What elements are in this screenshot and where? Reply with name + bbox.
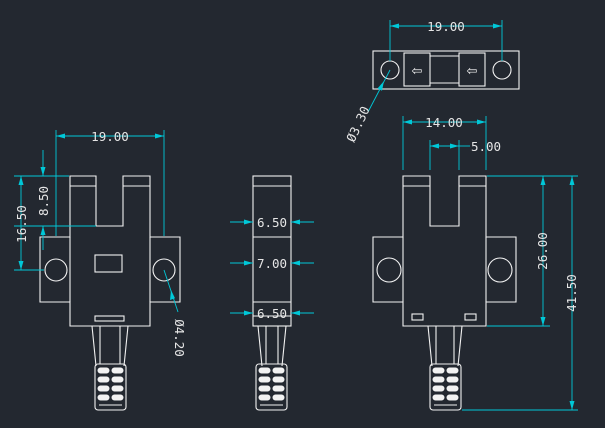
front-height-inner-label: 8.50: [36, 186, 51, 216]
top-left-block: [403, 52, 431, 87]
front-window: [94, 254, 123, 273]
front-left-hole: [44, 258, 68, 282]
front-height-outer-label: 16.50: [14, 205, 29, 243]
side-top-label: 6.50: [257, 215, 287, 230]
front-cable: [91, 325, 129, 411]
right-height-inner-label: 26.00: [535, 232, 550, 270]
side-bottom-label: 6.50: [257, 306, 287, 321]
right-height-total-label: 41.50: [564, 274, 579, 312]
front-width-label: 19.00: [91, 129, 129, 144]
top-hole-label: Ø3.30: [343, 104, 373, 144]
side-dimensions: 6.50 7.00 6.50: [230, 215, 314, 321]
left-arrow-icon: ⇦: [412, 64, 423, 79]
right-right-hole: [487, 257, 513, 283]
right-body-outline: [372, 175, 517, 327]
side-view: [252, 175, 292, 411]
front-hole-label: Ø4.20: [172, 319, 187, 357]
top-right-hole: [492, 60, 512, 80]
side-cable: [255, 325, 288, 411]
front-dimensions: 19.00 16.50 8.50 Ø4.20: [14, 129, 187, 357]
right-view: [372, 175, 517, 411]
front-connector-slot: [94, 315, 125, 322]
right-cable: [427, 325, 463, 411]
right-right-slot: [464, 313, 477, 321]
right-width-label: 14.00: [425, 115, 463, 130]
right-dimensions: 14.00 5.00 26.00 41.50: [402, 115, 579, 411]
right-left-slot: [411, 313, 424, 321]
top-body-outline: [372, 50, 520, 90]
right-slot-label: 5.00: [471, 139, 501, 154]
right-arrow-icon: ⇦: [467, 64, 478, 79]
top-width-label: 19.00: [427, 19, 465, 34]
side-middle-label: 7.00: [257, 256, 287, 271]
top-right-block: [458, 52, 486, 87]
right-left-hole: [376, 257, 402, 283]
front-body-outline: [39, 175, 181, 327]
top-dimensions: 19.00 Ø3.30: [343, 19, 503, 144]
side-body-outline: [252, 175, 292, 327]
front-view: [39, 175, 181, 411]
front-right-hole: [152, 258, 176, 282]
top-view: ⇦ ⇦: [372, 50, 520, 90]
